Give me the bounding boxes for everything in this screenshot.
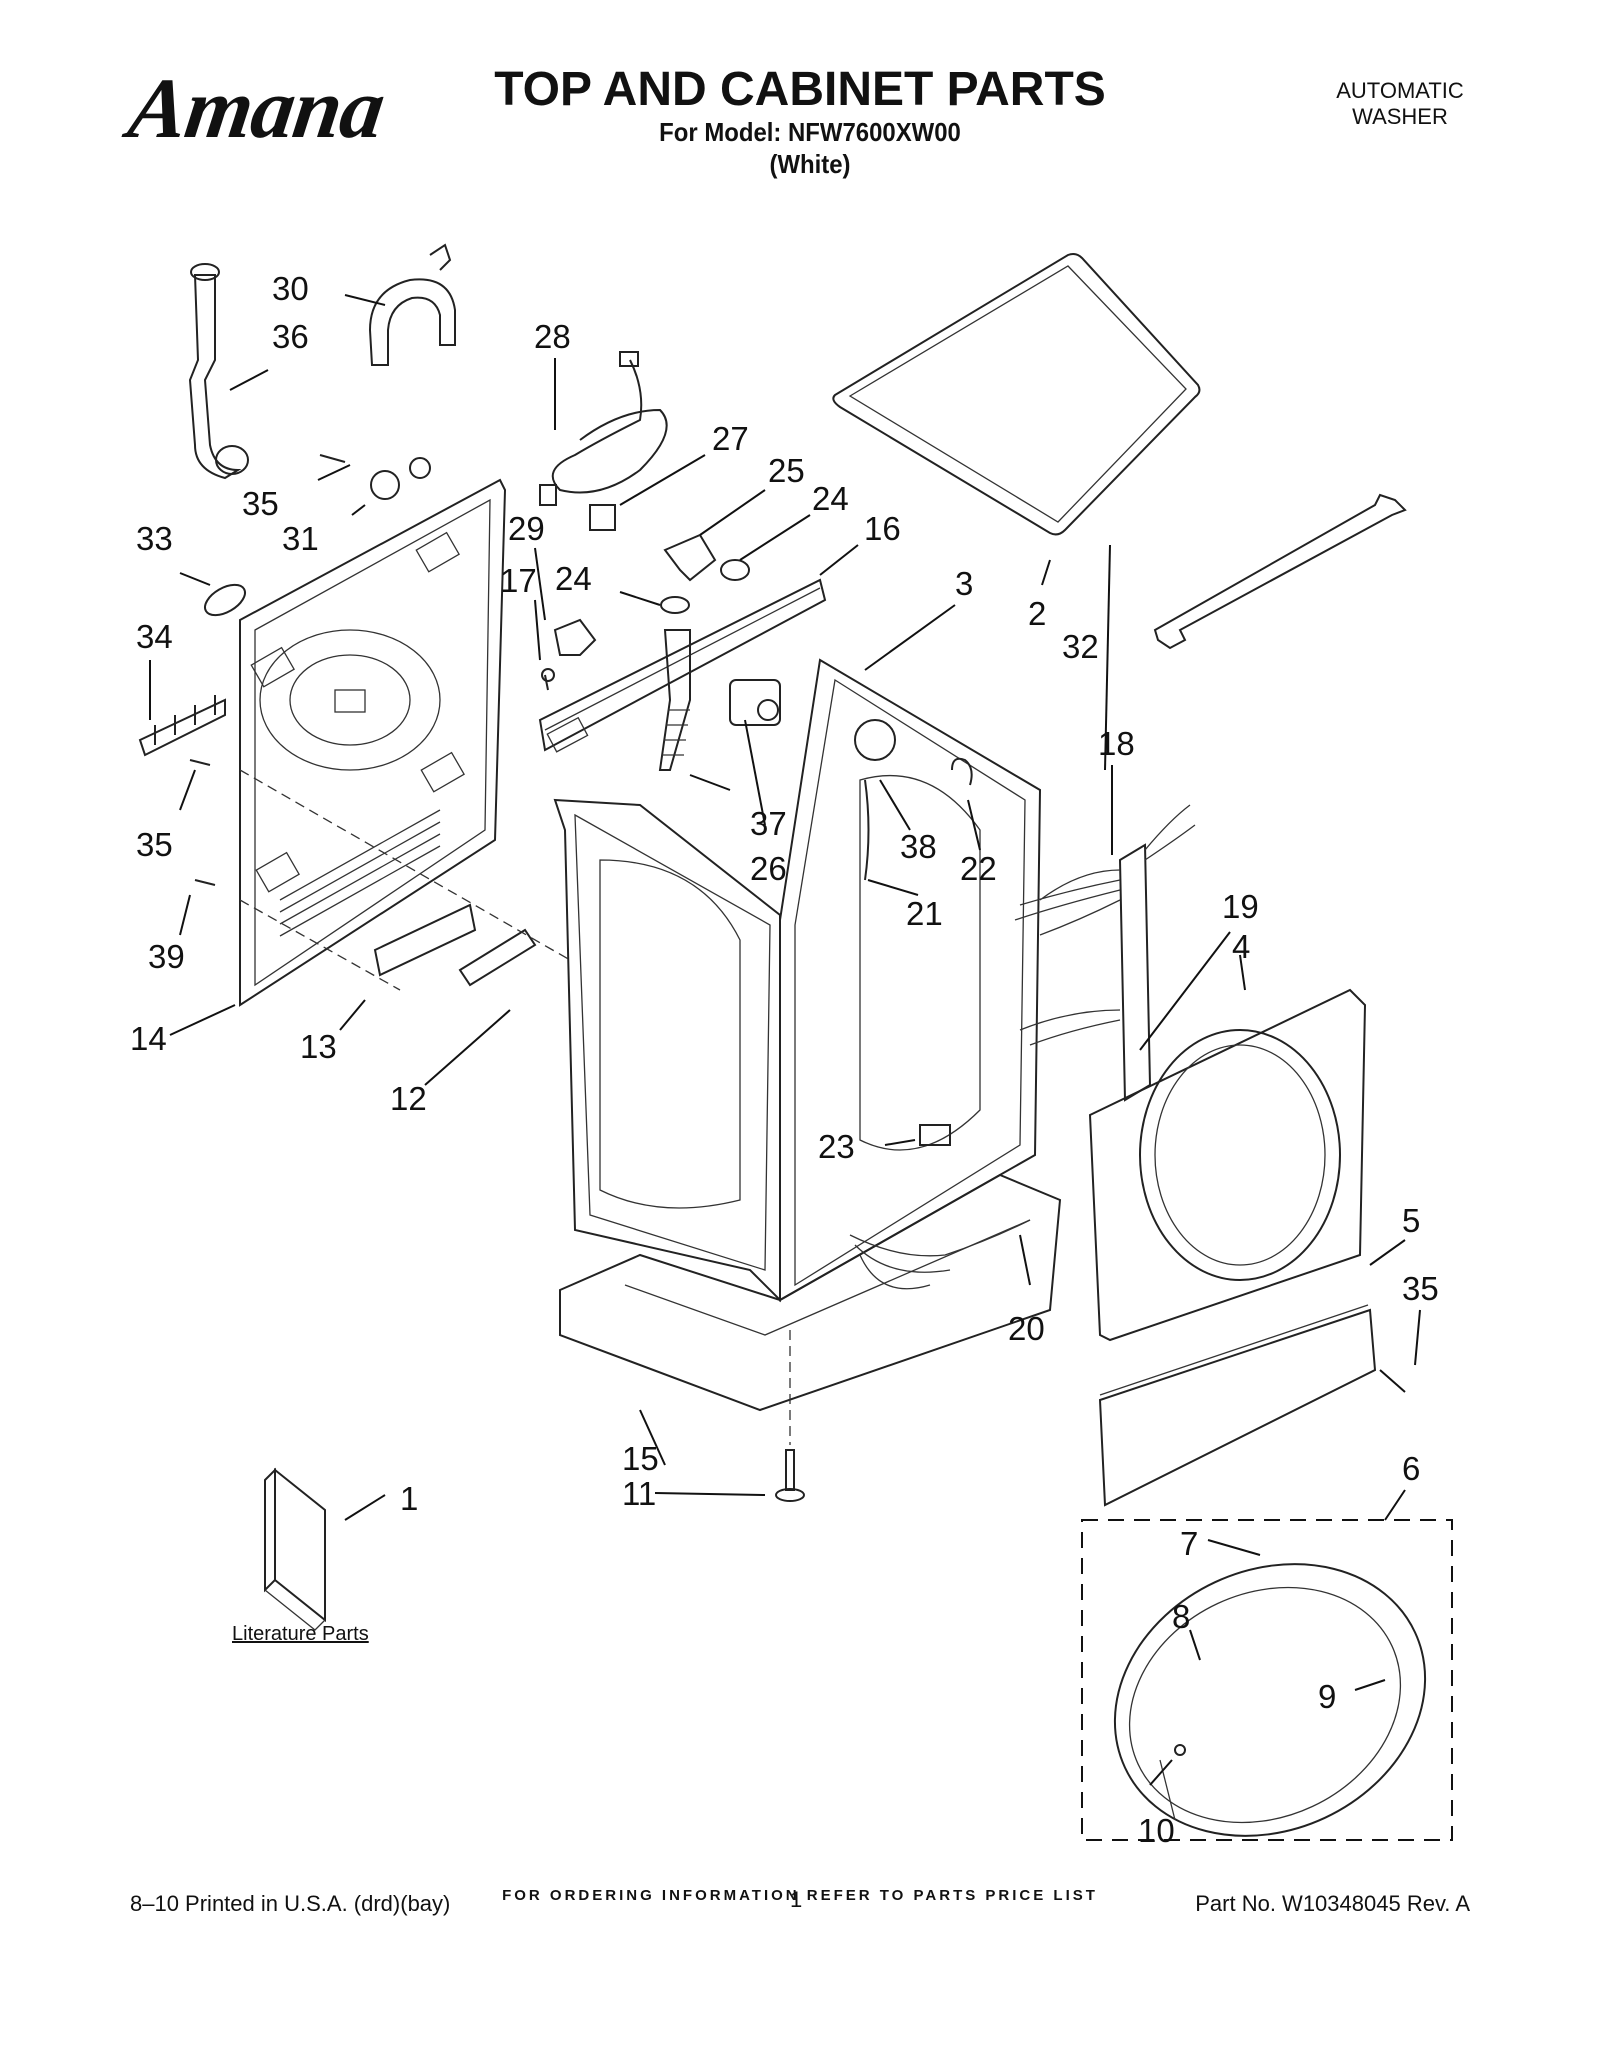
callout-10: 10 [1138, 1812, 1175, 1849]
callout-labels: 30 36 28 27 25 24 16 35 31 33 29 24 17 3… [130, 270, 1439, 1849]
callout-16: 16 [864, 510, 901, 547]
callout-28: 28 [534, 318, 571, 355]
callout-20: 20 [1008, 1310, 1045, 1347]
part-top-brace [1153, 493, 1407, 650]
callout-1: 1 [400, 1480, 418, 1517]
callout-2: 2 [1028, 595, 1046, 632]
part-top-cover [832, 253, 1201, 536]
callout-9: 9 [1318, 1678, 1336, 1715]
callout-21: 21 [906, 895, 943, 932]
callout-7: 7 [1180, 1525, 1198, 1562]
callout-27: 27 [712, 420, 749, 457]
callout-5: 5 [1402, 1202, 1420, 1239]
callout-24-upper: 24 [812, 480, 849, 517]
callout-6: 6 [1402, 1450, 1420, 1487]
part-small-hardware [138, 454, 431, 886]
part-door-group [1081, 1519, 1453, 1841]
part-rear-brackets [239, 769, 571, 991]
page-number: 1 [790, 1887, 803, 1912]
part-toe-panel [1098, 1304, 1377, 1507]
callout-35-middle: 35 [136, 826, 173, 863]
callout-3: 3 [955, 565, 973, 602]
callout-18: 18 [1098, 725, 1135, 762]
callout-36: 36 [272, 318, 309, 355]
callout-30: 30 [272, 270, 309, 307]
appliance-type: AUTOMATIC WASHER [1280, 78, 1520, 130]
appliance-line-2: WASHER [1352, 104, 1448, 129]
callout-14: 14 [130, 1020, 167, 1057]
ordering-note: FOR ORDERING INFORMATION REFER TO PARTS … [502, 1887, 1098, 1904]
model-info: For Model: NFW7600XW00 (White) [580, 116, 1040, 180]
part-rear-panel [239, 478, 507, 1007]
callout-23: 23 [818, 1128, 855, 1165]
part-number: Part No. W10348045 Rev. A [1195, 1891, 1470, 1916]
part-water-inlet-assembly [541, 504, 781, 771]
callout-11: 11 [622, 1475, 656, 1512]
leader-lines [149, 294, 1421, 1786]
callout-39: 39 [148, 938, 185, 975]
callout-38: 38 [900, 828, 937, 865]
callout-12: 12 [390, 1080, 427, 1117]
part-front-panel [1088, 988, 1367, 1342]
part-wire-harness-upper [1014, 804, 1196, 1102]
callout-33: 33 [136, 520, 173, 557]
callout-34: 34 [136, 618, 173, 655]
callout-26: 26 [750, 850, 787, 887]
color-line: (White) [769, 149, 851, 179]
print-info: 8–10 Printed in U.S.A. (drd)(bay) [130, 1891, 451, 1916]
callout-8: 8 [1172, 1598, 1190, 1635]
part-base-plate [559, 1173, 1062, 1412]
literature-parts-label: Literature Parts [232, 1623, 369, 1645]
callout-25: 25 [768, 452, 805, 489]
part-side-panel-right [779, 658, 1042, 1302]
page-title: TOP AND CABINET PARTS [494, 63, 1106, 116]
callout-13: 13 [300, 1028, 337, 1065]
callout-37: 37 [750, 805, 787, 842]
callout-35-upper: 35 [242, 485, 279, 522]
callout-24-lower: 24 [555, 560, 592, 597]
callout-22: 22 [960, 850, 997, 887]
part-wire-harness-lower [849, 1124, 1031, 1290]
callout-32: 32 [1062, 628, 1099, 665]
appliance-line-1: AUTOMATIC [1336, 78, 1464, 103]
callout-17: 17 [500, 562, 537, 599]
callout-35-lower: 35 [1402, 1270, 1439, 1307]
part-leveling-leg [775, 1330, 805, 1502]
callout-29: 29 [508, 510, 545, 547]
callout-4: 4 [1232, 928, 1250, 965]
part-literature [264, 1467, 326, 1631]
part-hose-holder [368, 243, 456, 366]
part-control-bracket [538, 578, 827, 753]
model-line: For Model: NFW7600XW00 [659, 117, 961, 147]
callout-15: 15 [622, 1440, 659, 1477]
part-power-cord [539, 351, 668, 506]
part-drain-hose [188, 263, 249, 480]
callout-19: 19 [1222, 888, 1259, 925]
callout-31: 31 [282, 520, 319, 557]
part-side-panel-left [553, 798, 781, 1303]
